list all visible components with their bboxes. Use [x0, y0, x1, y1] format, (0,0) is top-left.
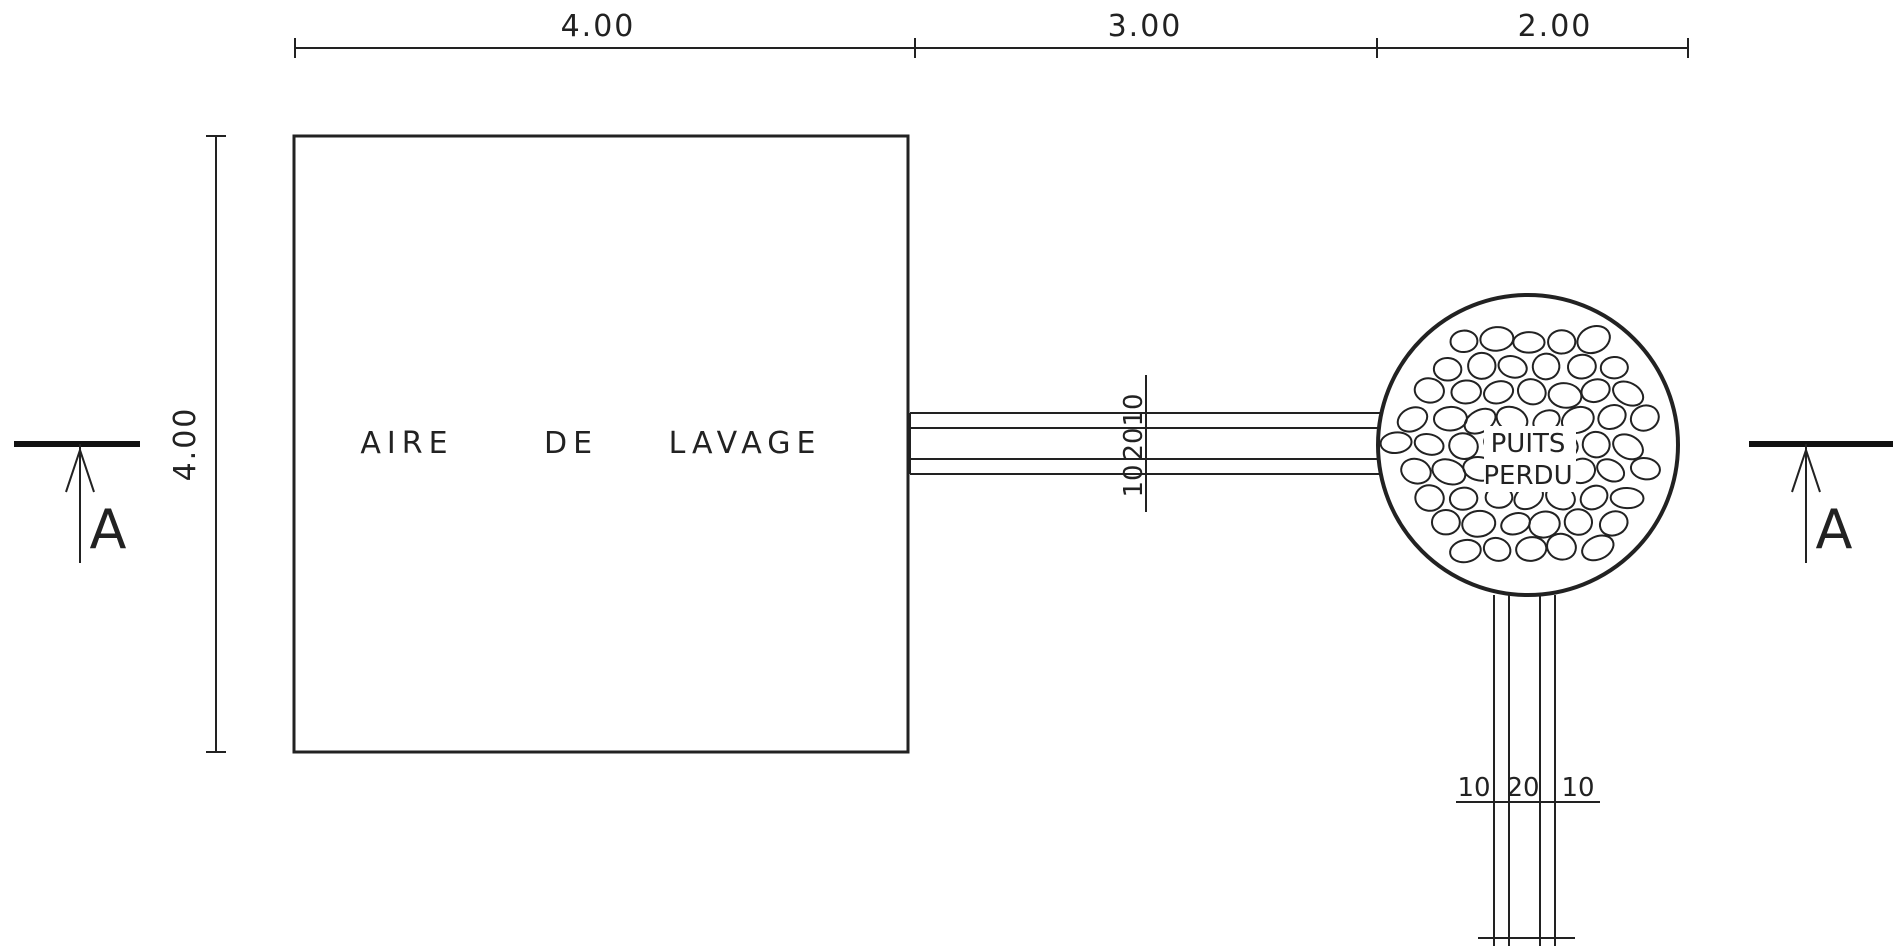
wash-area: AIRE DE LAVAGE	[292, 134, 910, 754]
stone-shape	[1396, 406, 1429, 433]
stone-shape	[1528, 510, 1561, 539]
stone-shape	[1482, 536, 1512, 562]
pipe-horizontal-label-bottom: 10	[1119, 464, 1149, 497]
stone-shape	[1516, 378, 1547, 406]
stone-shape	[1581, 430, 1611, 459]
section-label-left: A	[90, 498, 127, 561]
pipe-horizontal-labels: 10 20 10	[1119, 393, 1149, 497]
stone-shape	[1483, 380, 1515, 405]
stone-shape	[1629, 404, 1660, 432]
stone-shape	[1512, 331, 1546, 354]
stone-shape	[1379, 431, 1413, 455]
vertical-pipe: 10 20 10	[1456, 595, 1600, 946]
stone-shape	[1547, 329, 1577, 355]
stone-shape	[1430, 509, 1461, 536]
stone-shape	[1497, 355, 1528, 379]
pipe-vertical-label-left: 10	[1457, 773, 1490, 803]
horizontal-pipe: 10 20 10	[909, 375, 1381, 512]
stone-shape	[1629, 457, 1661, 481]
dimension-left: 4.00	[168, 407, 203, 482]
stone-shape	[1450, 379, 1482, 405]
stone-shape	[1500, 512, 1531, 536]
stone-shape	[1596, 458, 1626, 483]
stone-shape	[1467, 351, 1497, 380]
stone-shape	[1563, 508, 1594, 536]
stone-shape	[1400, 457, 1432, 485]
pipe-horizontal-label-top: 10	[1119, 393, 1149, 426]
section-label-right: A	[1816, 498, 1853, 561]
stone-shape	[1612, 433, 1644, 461]
section-marker-left: A	[14, 441, 140, 563]
dimension-top-2: 3.00	[1108, 9, 1183, 44]
pipe-vertical-label-middle: 20	[1506, 773, 1539, 803]
stone-shape	[1546, 532, 1577, 561]
stone-shape	[1566, 353, 1597, 380]
soakaway-well: PUITS PERDU	[1376, 293, 1680, 597]
pipe-horizontal-label-middle: 20	[1119, 427, 1149, 460]
stone-shape	[1449, 329, 1479, 354]
well-label-line-2: PERDU	[1483, 461, 1572, 491]
stone-shape	[1413, 377, 1445, 404]
stone-shape	[1448, 432, 1479, 460]
stone-shape	[1414, 484, 1445, 512]
stone-shape	[1432, 356, 1463, 382]
stone-shape	[1599, 356, 1629, 380]
stone-shape	[1431, 458, 1467, 486]
stone-shape	[1449, 538, 1482, 564]
well-label-line-1: PUITS	[1491, 429, 1566, 459]
stone-shape	[1461, 509, 1497, 538]
stone-shape	[1576, 324, 1611, 355]
stone-shape	[1531, 352, 1561, 381]
stone-shape	[1547, 382, 1583, 409]
stone-shape	[1479, 326, 1515, 352]
stone-shape	[1448, 486, 1479, 511]
wash-area-word-2: DE	[544, 426, 598, 461]
stone-shape	[1560, 405, 1595, 435]
left-dimension-line: 4.00	[168, 135, 226, 753]
stone-shape	[1597, 403, 1627, 431]
section-marker-right: A	[1749, 441, 1893, 563]
stone-shape	[1579, 484, 1609, 511]
stone-shape	[1413, 432, 1445, 456]
stone-shape	[1580, 378, 1611, 404]
wash-area-word-3: LAVAGE	[669, 426, 822, 461]
dimension-top-3: 2.00	[1518, 9, 1593, 44]
wash-area-word-1: AIRE	[360, 426, 453, 461]
stone-shape	[1612, 380, 1645, 407]
top-dimension-line: 4.00 3.00 2.00	[294, 9, 1689, 58]
stone-shape	[1598, 510, 1629, 537]
pipe-vertical-label-right: 10	[1561, 773, 1594, 803]
stone-shape	[1609, 486, 1645, 510]
stone-shape	[1581, 534, 1615, 562]
dimension-top-1: 4.00	[561, 9, 636, 44]
